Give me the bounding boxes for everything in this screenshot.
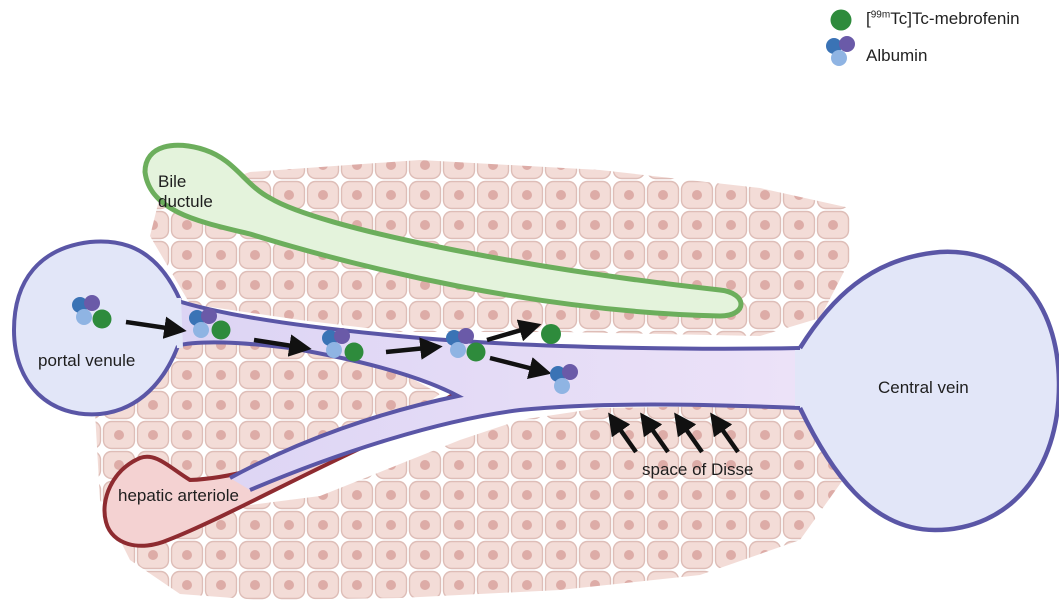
legend-icons (826, 10, 855, 67)
mebrofenin-molecule (467, 343, 486, 362)
bile-ductule-label-line-1: Bile (158, 172, 213, 192)
legend-albumin-label: Albumin (866, 46, 927, 66)
mebrofenin-molecule (93, 310, 112, 329)
legend-mebrofenin-isotope: 99m (871, 9, 890, 20)
bile-ductule-label-line-2: ductule (158, 192, 213, 212)
central-vein-label: Central vein (878, 378, 969, 398)
hepatic-arteriole-label: hepatic arteriole (118, 486, 239, 506)
portal-venule-label: portal venule (38, 351, 135, 371)
legend-mebrofenin-name: Tc]Tc-mebrofenin (890, 9, 1019, 28)
legend-mebrofenin-label: [99mTc]Tc-mebrofenin (866, 9, 1020, 29)
mebrofenin-molecule (212, 321, 231, 340)
space-of-disse-label: space of Disse (642, 460, 754, 480)
bile-ductule-label: Bile ductule (158, 172, 213, 212)
albumin-legend-icon (826, 36, 855, 66)
mebrofenin-legend-icon (831, 10, 852, 31)
mebrofenin-taken-up (541, 324, 561, 344)
mebrofenin-molecule (345, 343, 364, 362)
